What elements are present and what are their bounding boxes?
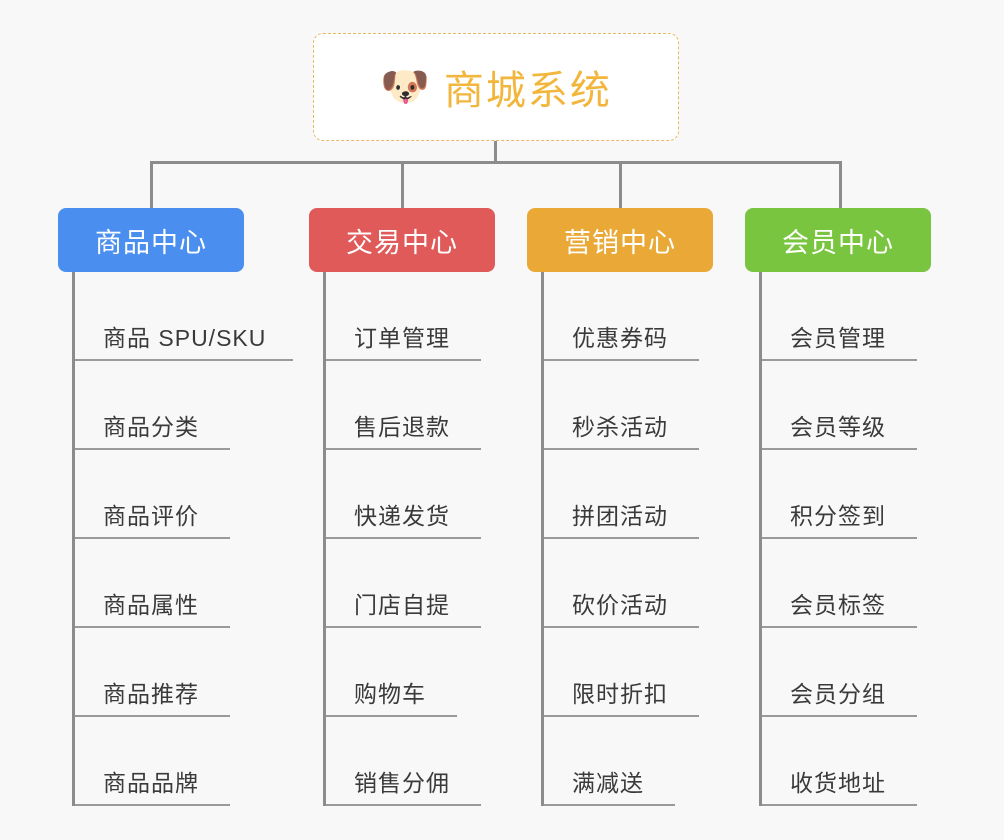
list-item-underline [326,715,457,717]
category-header-trade-center[interactable]: 交易中心 [309,208,495,272]
category-header-label: 交易中心 [346,227,458,258]
list-item-label: 商品属性 [103,592,199,618]
column-marketing-center: 营销中心 优惠券码 秒杀活动 拼团活动 砍价活动 限时折扣 [527,208,713,806]
list-item[interactable]: 满减送 [544,717,713,806]
category-header-marketing-center[interactable]: 营销中心 [527,208,713,272]
list-item[interactable]: 购物车 [326,628,495,717]
leaf-list-product-center: 商品 SPU/SKU 商品分类 商品评价 商品属性 商品推荐 商品品牌 [72,272,293,806]
list-item[interactable]: 会员分组 [762,628,931,717]
list-item-underline [762,448,917,450]
list-item-underline [326,537,481,539]
list-item[interactable]: 商品分类 [75,361,266,450]
list-item-label: 拼团活动 [572,503,668,529]
list-item-underline [762,537,917,539]
list-item-label: 会员标签 [790,592,886,618]
shiba-dog-face-icon: 🐶 [380,65,430,109]
column-product-center: 商品中心 商品 SPU/SKU 商品分类 商品评价 商品属性 商品推荐 [58,208,293,806]
list-item-underline [326,448,481,450]
list-item-label: 销售分佣 [354,770,450,796]
list-item-underline [544,359,699,361]
list-item-underline [544,448,699,450]
list-item-underline [75,537,230,539]
list-item[interactable]: 秒杀活动 [544,361,713,450]
category-header-label: 商品中心 [95,227,207,258]
list-item[interactable]: 订单管理 [326,272,495,361]
list-item-label: 订单管理 [354,325,450,351]
connector-root-stem [494,141,497,164]
list-item-label: 会员管理 [790,325,886,351]
category-header-member-center[interactable]: 会员中心 [745,208,931,272]
list-item-label: 砍价活动 [572,592,668,618]
list-item-underline [326,359,481,361]
connector-drop-3 [619,161,622,208]
list-item[interactable]: 限时折扣 [544,628,713,717]
list-item[interactable]: 商品评价 [75,450,266,539]
root-node[interactable]: 🐶 商城系统 [313,33,679,141]
list-item[interactable]: 会员等级 [762,361,931,450]
leaf-list-marketing-center: 优惠券码 秒杀活动 拼团活动 砍价活动 限时折扣 满减送 [541,272,713,806]
list-item[interactable]: 积分签到 [762,450,931,539]
leaf-list-trade-center: 订单管理 售后退款 快递发货 门店自提 购物车 销售分佣 [323,272,495,806]
connector-drop-1 [150,161,153,208]
column-member-center: 会员中心 会员管理 会员等级 积分签到 会员标签 会员分组 [745,208,931,806]
list-item[interactable]: 拼团活动 [544,450,713,539]
connector-drop-2 [401,161,404,208]
list-item-underline [544,537,699,539]
list-item-underline [326,804,481,806]
list-item-label: 商品推荐 [103,681,199,707]
list-item-label: 秒杀活动 [572,414,668,440]
list-item-underline [75,715,230,717]
list-item-label: 购物车 [354,681,426,707]
list-item-underline [75,448,230,450]
connector-drop-4 [839,161,842,208]
category-header-label: 会员中心 [782,227,894,258]
root-node-label: 商城系统 [443,69,612,113]
list-item[interactable]: 售后退款 [326,361,495,450]
list-item-underline [544,804,675,806]
list-item-underline [762,804,917,806]
list-item[interactable]: 商品属性 [75,539,266,628]
list-item[interactable]: 商品 SPU/SKU [75,272,293,361]
category-header-label: 营销中心 [564,227,676,258]
leaf-list-member-center: 会员管理 会员等级 积分签到 会员标签 会员分组 收货地址 [759,272,931,806]
list-item[interactable]: 商品品牌 [75,717,266,806]
list-item-underline [544,626,699,628]
list-item-label: 限时折扣 [572,681,668,707]
category-header-product-center[interactable]: 商品中心 [58,208,244,272]
list-item[interactable]: 会员标签 [762,539,931,628]
list-item-label: 商品评价 [103,503,199,529]
list-item-label: 会员分组 [790,681,886,707]
list-item-label: 门店自提 [354,592,450,618]
list-item-label: 优惠券码 [572,325,668,351]
column-trade-center: 交易中心 订单管理 售后退款 快递发货 门店自提 购物车 [309,208,495,806]
list-item-underline [762,715,917,717]
list-item-underline [326,626,481,628]
list-item[interactable]: 商品推荐 [75,628,266,717]
list-item-underline [762,626,917,628]
list-item-label: 会员等级 [790,414,886,440]
list-item[interactable]: 砍价活动 [544,539,713,628]
list-item[interactable]: 快递发货 [326,450,495,539]
list-item-underline [544,715,699,717]
list-item-label: 商品分类 [103,414,199,440]
list-item-label: 积分签到 [790,503,886,529]
list-item-label: 快递发货 [354,503,450,529]
list-item-underline [75,804,230,806]
list-item-label: 收货地址 [790,770,886,796]
list-item-label: 商品品牌 [103,770,199,796]
list-item[interactable]: 收货地址 [762,717,931,806]
list-item[interactable]: 优惠券码 [544,272,713,361]
list-item-label: 商品 SPU/SKU [103,325,267,351]
list-item[interactable]: 销售分佣 [326,717,495,806]
connector-horizontal-bus [150,161,842,164]
list-item-underline [75,626,230,628]
list-item-label: 满减送 [572,770,644,796]
list-item[interactable]: 会员管理 [762,272,931,361]
list-item-label: 售后退款 [354,414,450,440]
list-item-underline [75,359,293,361]
list-item-underline [762,359,917,361]
list-item[interactable]: 门店自提 [326,539,495,628]
